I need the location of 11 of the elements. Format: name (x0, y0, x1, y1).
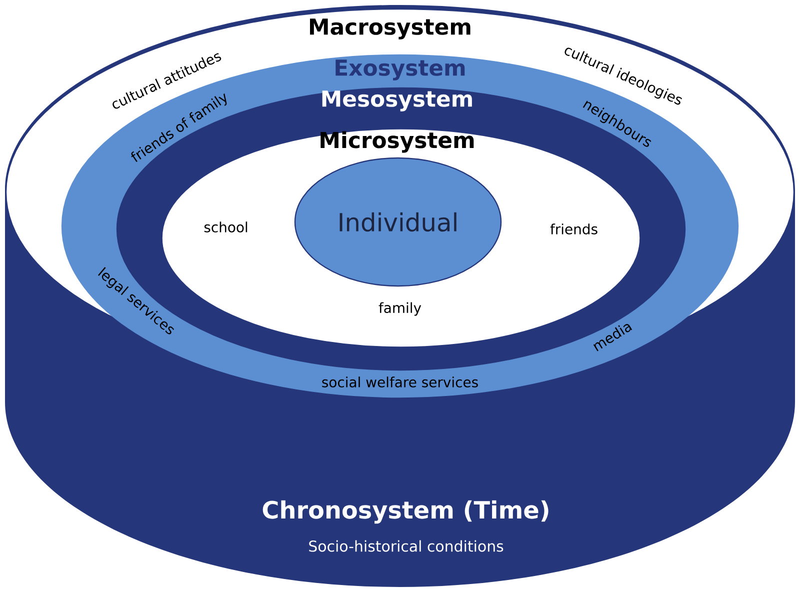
centre-label: Individual (340, 212, 456, 232)
layer-label: social welfare services (322, 376, 478, 388)
layer-heading: Exosystem (336, 60, 465, 80)
layer-heading: Mesosystem (322, 90, 472, 112)
layer-subtitle: Socio-historical conditions (309, 540, 504, 552)
layer-label: school (204, 222, 248, 232)
layer-heading: Microsystem (320, 131, 474, 153)
layer-label: friends (550, 224, 598, 234)
layer-heading: Chronosystem (Time) (262, 500, 548, 524)
layer-heading: Macrosystem (310, 18, 470, 40)
layer-label: family (378, 302, 422, 316)
